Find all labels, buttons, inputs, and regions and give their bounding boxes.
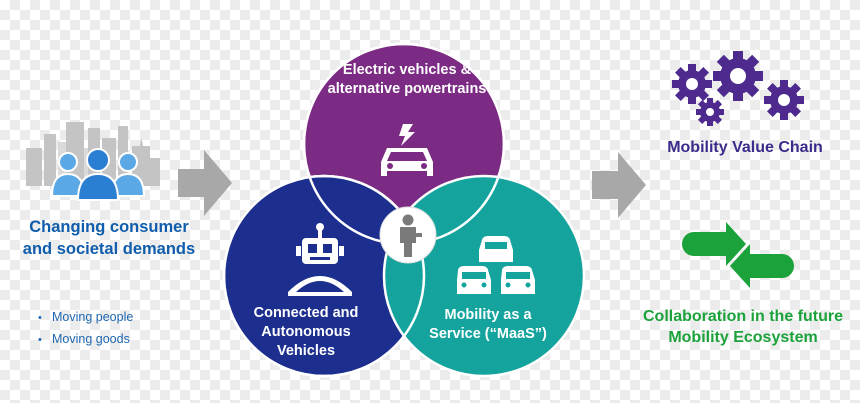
left-arrow-icon bbox=[178, 150, 232, 216]
collaboration-arrows-icon bbox=[682, 222, 794, 288]
gears-icon bbox=[672, 51, 804, 126]
cars-group-icon bbox=[457, 236, 535, 294]
electric-car-icon bbox=[381, 124, 433, 176]
bullet-item: •Moving goods bbox=[38, 332, 130, 346]
value-chain-label: Mobility Value Chain bbox=[667, 139, 823, 156]
right-arrow-icon bbox=[592, 152, 646, 218]
person-icon bbox=[379, 206, 437, 264]
bullet-item: •Moving people bbox=[38, 310, 134, 324]
robot-icon bbox=[288, 223, 352, 296]
collaboration-label: Collaboration in the future Mobility Eco… bbox=[643, 308, 843, 346]
venn-diagram bbox=[222, 42, 586, 378]
cav-label: Connected and Autonomous Vehicles bbox=[253, 305, 359, 359]
ev-label: Electric vehicles & alternative powertra… bbox=[327, 62, 487, 97]
people-group-icon bbox=[50, 148, 146, 201]
demands-bullet-list: •Moving people •Moving goods bbox=[38, 307, 133, 351]
changing-demands-title: Changing consumer and societal demands bbox=[22, 218, 196, 258]
cav-circle-outline bbox=[222, 174, 426, 378]
maas-label: Mobility as a Service (“MaaS”) bbox=[429, 307, 547, 342]
